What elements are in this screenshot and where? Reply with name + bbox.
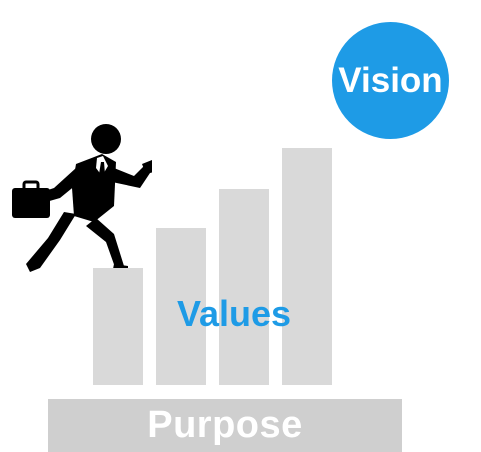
businessman-running-icon — [12, 124, 152, 274]
briefcase-icon — [12, 188, 50, 218]
purpose-label: Purpose — [147, 404, 303, 446]
step-bar-1 — [93, 268, 143, 385]
vision-label: Vision — [338, 61, 443, 100]
purpose-base: Purpose — [48, 399, 402, 452]
vision-circle: Vision — [332, 22, 449, 139]
step-bar-3 — [219, 189, 269, 385]
step-bar-2 — [156, 228, 206, 385]
step-bar-4 — [282, 148, 332, 385]
values-label: Values — [176, 293, 292, 334]
